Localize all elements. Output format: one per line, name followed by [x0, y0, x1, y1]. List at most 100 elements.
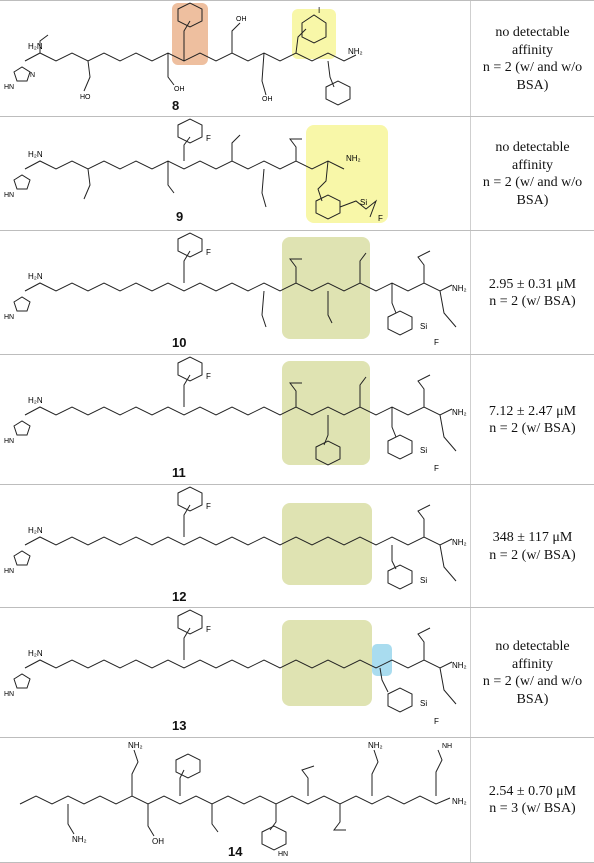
atom-label: Si: [420, 322, 427, 331]
peptide-backbone: [19, 795, 451, 805]
atom-label: HN: [4, 438, 14, 445]
atom-label: NH₂: [452, 797, 467, 806]
structure-9: F NH₂ H₂N Si F HN: [0, 117, 470, 231]
phenyl-ring: [315, 194, 341, 220]
atom-label: HN: [4, 568, 14, 575]
fluorophenyl-ring: [177, 118, 203, 144]
side-chain: [359, 376, 367, 407]
side-chain: [417, 374, 431, 407]
result-line: 2.54 ± 0.70 μM: [488, 783, 577, 799]
highlight-orange: [172, 3, 208, 65]
side-chain: [439, 544, 457, 582]
side-chain: [417, 250, 431, 283]
result-line: BSA): [516, 691, 549, 707]
atom-label: F: [206, 134, 211, 143]
column-divider: [470, 231, 471, 355]
side-chain: [333, 804, 346, 831]
side-chain: [261, 290, 267, 328]
atom-label: Si: [420, 446, 427, 455]
phenyl-ring: [387, 687, 413, 713]
peptide-backbone: [24, 659, 453, 669]
affinity-result: no detectable affinity n = 2 (w/ and w/o…: [471, 608, 594, 738]
atom-label: I: [318, 6, 320, 15]
atom-label: F: [206, 625, 211, 634]
atom-label: HN: [4, 314, 14, 321]
imidazole-ring: [13, 66, 31, 82]
atom-label: HN: [278, 851, 288, 858]
side-chain: [183, 627, 191, 660]
table-row-9: F NH₂ H₂N Si F HN 9 no detectable affini…: [0, 116, 594, 231]
atom-label: F: [434, 464, 439, 473]
table-row-10: F NH₂ H₂N Si F HN 10 2.95 ± 0.31 μM n = …: [0, 230, 594, 355]
atom-label: OH: [236, 16, 247, 23]
column-divider: [470, 485, 471, 608]
fluorophenyl-ring: [177, 486, 203, 512]
structure-13: F NH₂ H₂N Si F HN: [0, 608, 470, 738]
table-row-14: NH₂ NH₂ NH NH₂ NH₂ OH HN 14 2.54 ± 0.70 …: [0, 737, 594, 863]
side-chain: [211, 804, 219, 833]
structure-12: F NH₂ H₂N Si HN: [0, 485, 470, 608]
side-chain: [131, 749, 139, 796]
imidazole-ring: [13, 550, 31, 566]
structure-11: F NH₂ H₂N Si F HN: [0, 355, 470, 485]
affinity-result: no detectable affinity n = 2 (w/ and w/o…: [471, 117, 594, 231]
atom-label: H₂N: [28, 42, 43, 51]
indole-ring: [261, 825, 287, 851]
side-chain: [317, 160, 329, 202]
atom-label: NH₂: [72, 835, 87, 844]
atom-label: H₂N: [28, 649, 43, 658]
side-chain: [289, 382, 302, 407]
result-line: affinity: [512, 42, 553, 58]
phenyl-ring: [175, 753, 201, 779]
table-row-11: F NH₂ H₂N Si F HN 11 7.12 ± 2.47 μM n = …: [0, 354, 594, 485]
atom-label: F: [206, 248, 211, 257]
side-chain: [167, 53, 175, 86]
side-chain: [439, 290, 457, 328]
atom-label: F: [206, 502, 211, 511]
compound-number: 13: [172, 718, 187, 733]
atom-label: F: [434, 338, 439, 347]
result-line: affinity: [512, 656, 553, 672]
phenyl-ring: [325, 80, 351, 106]
result-line: 348 ± 117 μM: [492, 530, 573, 545]
compound-number: 11: [172, 465, 186, 480]
atom-label: HN: [4, 192, 14, 199]
atom-label: H₂N: [28, 272, 43, 281]
side-chain: [379, 667, 389, 693]
atom-label: N: [30, 72, 35, 79]
table-row-8: I NH₂ H₂N HO OH OH OH HN N 8 no detectab…: [0, 0, 594, 117]
compound-number: 12: [172, 589, 187, 604]
side-chain: [439, 414, 457, 452]
result-line: no detectable: [495, 140, 570, 155]
peptide-backbone: [24, 536, 453, 546]
side-chain: [183, 504, 191, 537]
side-chain: [231, 22, 241, 53]
fluorophenyl-ring: [177, 356, 203, 382]
structure-drawing-12: F NH₂ H₂N Si HN: [4, 486, 467, 590]
side-chain: [147, 804, 155, 837]
structure-drawing-8: I NH₂ H₂N HO OH OH OH HN N: [4, 2, 363, 106]
side-chain: [179, 769, 185, 796]
atom-label: Si: [360, 198, 367, 207]
side-chain: [295, 28, 307, 54]
imidazole-ring: [13, 673, 31, 689]
highlight-blue: [372, 644, 392, 676]
peptide-backbone: [24, 406, 453, 416]
atom-label: H₂N: [28, 526, 43, 535]
atom-label: NH: [442, 743, 452, 750]
side-chain: [83, 168, 91, 200]
atom-label: H₂N: [28, 150, 43, 159]
result-line: n = 2 (w/ and w/o: [482, 175, 583, 190]
atom-label: Si: [420, 699, 427, 708]
affinity-result: 2.54 ± 0.70 μM n = 3 (w/ BSA): [471, 738, 594, 862]
column-divider: [470, 1, 471, 117]
side-chain: [83, 60, 91, 92]
result-line: no detectable: [495, 25, 570, 40]
structure-14: NH₂ NH₂ NH NH₂ NH₂ OH HN: [0, 738, 470, 862]
peptide-backbone: [24, 282, 453, 292]
side-chain: [261, 168, 267, 208]
side-chain: [417, 627, 431, 660]
result-line: n = 2 (w/ BSA): [489, 547, 576, 563]
side-chain: [289, 258, 302, 283]
